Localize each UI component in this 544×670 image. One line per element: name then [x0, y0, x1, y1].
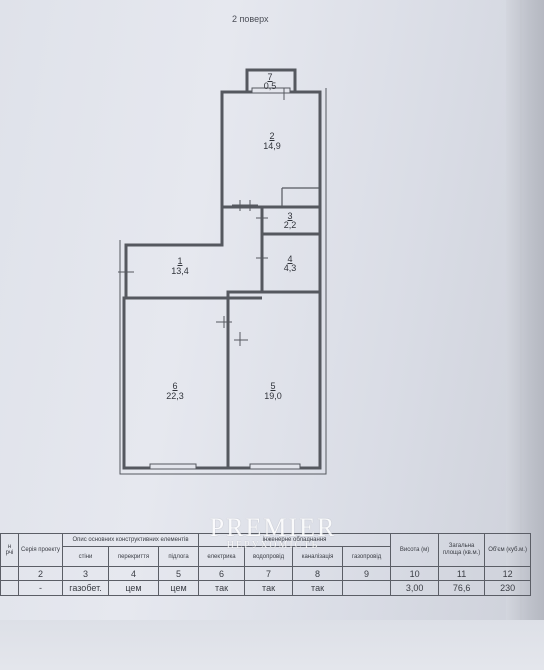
table-cell	[0, 566, 19, 581]
table-cell	[342, 580, 392, 596]
table-cell	[0, 580, 19, 596]
table-cell: -	[18, 580, 63, 596]
room-area: 14,9	[263, 141, 281, 151]
room-area: 2,2	[283, 220, 297, 230]
table-header-cell: газопровід	[342, 546, 392, 567]
table-cell: 3,00	[390, 580, 440, 596]
room-number: 3	[287, 211, 293, 221]
table-cell: цем	[108, 580, 159, 596]
table-cell: 4	[108, 566, 159, 581]
table-header-cell: Серія проекту	[18, 533, 63, 567]
window-room-5	[249, 463, 301, 470]
table-header-cell: Об'єм (куб.м.)	[484, 533, 532, 567]
room-area: 22,3	[166, 391, 184, 401]
stair-step	[281, 187, 320, 207]
room-number: 7	[267, 72, 273, 82]
floor-plan	[118, 68, 327, 475]
table-cell: 9	[342, 566, 392, 581]
door-tick-2	[232, 200, 258, 211]
table-cell: 76,6	[438, 580, 486, 596]
door-tick-5	[234, 332, 248, 346]
table-cell: так	[292, 580, 344, 596]
table-cell: 3	[62, 566, 109, 581]
room-number: 1	[177, 256, 183, 266]
table-header-cell: електрика	[198, 546, 246, 567]
table-cell: 10	[390, 566, 440, 581]
table-cell: газобет.	[62, 580, 109, 596]
table-header-cell: водопровід	[244, 546, 294, 567]
table-cell: 12	[484, 566, 532, 581]
door-tick-4	[256, 252, 268, 264]
floor-label: 2 поверх	[232, 14, 269, 24]
table-cell: так	[244, 580, 294, 596]
table-header-cell: Висота (м)	[390, 533, 440, 567]
table-cell: 5	[157, 566, 200, 581]
wall-room-5	[226, 290, 322, 470]
table-cell: 230	[484, 580, 532, 596]
room-number: 2	[269, 131, 275, 141]
table-header-cell: Загальна площа (кв.м.)	[438, 533, 486, 567]
door-tick-3	[256, 212, 268, 224]
wall-hall-1	[124, 207, 262, 300]
door-tick-1	[118, 266, 134, 278]
table-header-cell: стіни	[62, 546, 109, 567]
page-edge-line	[520, 0, 522, 670]
room-area: 4,3	[283, 263, 297, 273]
table-cell: 2	[18, 566, 63, 581]
table-header-cell: інженерне обладнання	[198, 533, 392, 547]
table-header-cell: підлога	[157, 546, 200, 567]
room-area: 0,5	[263, 81, 277, 91]
table-cell: 11	[438, 566, 486, 581]
room-number: 6	[172, 381, 178, 391]
room-number: 5	[270, 381, 276, 391]
table-header-cell: каналізація	[292, 546, 344, 567]
page-bottom-area	[0, 620, 544, 670]
table-cell: 7	[244, 566, 294, 581]
table-cell: 8	[292, 566, 344, 581]
room-area: 13,4	[171, 266, 189, 276]
outer-wall-line	[119, 88, 327, 475]
window-room-7	[251, 87, 291, 94]
table-cell: цем	[157, 580, 200, 596]
table-header-cell: Опис основних конструктивних елементів	[61, 533, 200, 547]
window-room-6	[149, 463, 197, 470]
table-row: - газобет. цем цем так так так 3,00 76,6…	[0, 580, 532, 596]
table-header-cell: перекриття	[108, 546, 159, 567]
table-subheader-row: стіни перекриття підлога електрика водоп…	[1, 546, 531, 567]
table-cell: 6	[198, 566, 246, 581]
table-cell: так	[198, 580, 246, 596]
table-row: 2 3 4 5 6 7 8 9 10 11 12	[0, 566, 532, 581]
room-number: 4	[287, 254, 293, 264]
room-area: 19,0	[264, 391, 282, 401]
door-tick-6	[216, 316, 232, 328]
